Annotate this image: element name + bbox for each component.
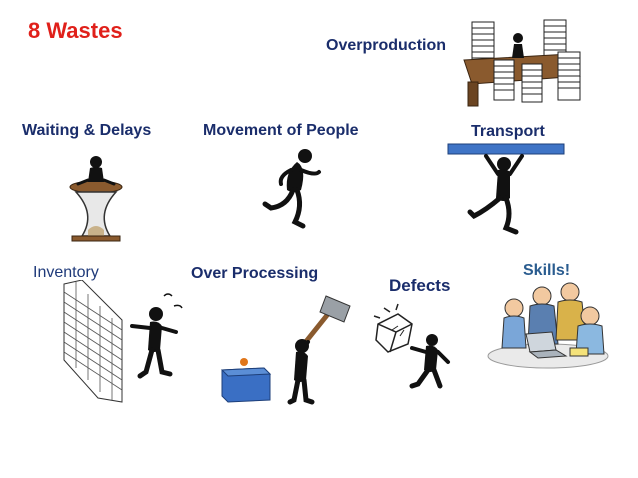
page-title: 8 Wastes — [28, 18, 123, 43]
label-transport: Transport — [471, 123, 545, 140]
paper-stacks-desk-icon — [463, 19, 581, 107]
label-over-processing: Over Processing — [191, 265, 319, 282]
hourglass-figure-icon — [69, 156, 123, 242]
hammer-box-figure-icon — [220, 295, 351, 405]
running-figure-icon — [262, 149, 321, 229]
label-skills: Skills! — [523, 262, 571, 279]
label-inventory: Inventory — [33, 264, 99, 281]
label-overproduction: Overproduction — [326, 37, 447, 54]
figure-carrying-beam-icon — [447, 143, 565, 235]
label-defects: Defects — [389, 276, 451, 295]
team-meeting-icon — [487, 282, 609, 369]
broken-box-figure-icon — [373, 303, 450, 389]
label-waiting-delays: Waiting & Delays — [22, 122, 152, 139]
label-movement-of-people: Movement of People — [203, 122, 359, 139]
stacked-boxes-figure-icon — [63, 280, 183, 403]
